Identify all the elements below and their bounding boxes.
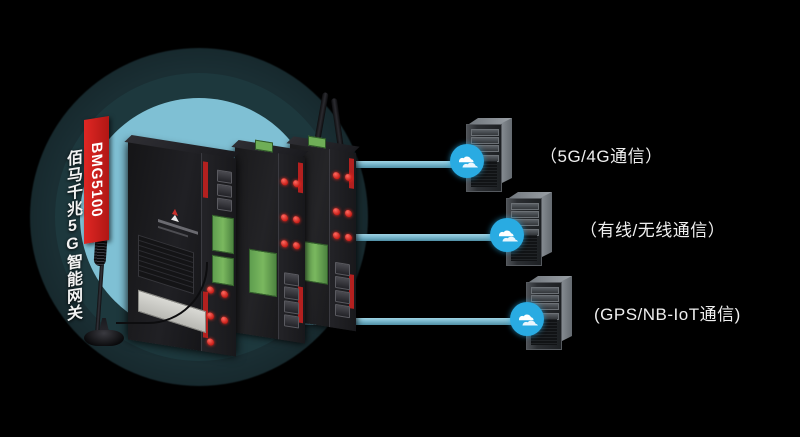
drive-bay — [471, 129, 499, 136]
faceplate-red-strip — [298, 162, 303, 194]
faceplate-red-strip — [203, 161, 208, 199]
ethernet-port — [335, 303, 350, 319]
gateway-device-middle — [231, 139, 309, 344]
drive-bay — [511, 203, 539, 210]
status-led — [345, 173, 352, 182]
cloud-glyph — [519, 314, 538, 326]
ethernet-port — [335, 275, 350, 291]
terminal-block-green — [212, 214, 234, 255]
cloud-icon — [490, 218, 524, 252]
server-side-panel — [500, 118, 512, 184]
connection-label-2: （有线/无线通信） — [580, 220, 726, 240]
gateway-device-front — [124, 135, 240, 357]
status-led — [333, 231, 340, 240]
status-led — [207, 337, 214, 347]
server-top — [526, 276, 572, 284]
server-side-panel — [540, 192, 552, 258]
connection-node-2: （有线/无线通信） — [490, 192, 726, 266]
drive-bay — [471, 137, 499, 144]
drive-bay — [531, 287, 559, 294]
status-led — [293, 179, 300, 188]
cloud-glyph — [459, 156, 478, 168]
ethernet-port — [217, 169, 232, 184]
cloud-icon — [450, 144, 484, 178]
server-side-panel — [560, 276, 572, 342]
status-led — [281, 213, 288, 222]
connection-label-3: (GPS/NB-IoT通信) — [594, 304, 741, 324]
product-model-text: BMG5100 — [88, 140, 105, 220]
server-tower — [490, 192, 552, 266]
server-top — [466, 118, 512, 126]
ethernet-port — [284, 286, 299, 301]
server-tower — [510, 276, 572, 350]
product-model-banner: BMG5100 — [84, 116, 109, 244]
product-name-text: 佰马千兆5G智能网关 — [64, 148, 81, 324]
server-front-panel — [506, 198, 542, 266]
cloud-glyph — [499, 230, 518, 242]
status-led — [293, 241, 300, 250]
brand-logo-icon — [171, 208, 179, 223]
status-led — [281, 177, 288, 186]
terminal-block-green — [302, 240, 328, 285]
terminal-block-green — [212, 254, 234, 287]
terminal-block-green — [249, 248, 277, 298]
ethernet-port — [217, 197, 232, 212]
ethernet-port — [335, 289, 350, 305]
ethernet-port — [284, 314, 299, 329]
status-led — [333, 171, 340, 180]
status-led — [221, 290, 228, 299]
cloud-icon — [510, 302, 544, 336]
status-led — [207, 311, 214, 321]
ethernet-port — [335, 261, 350, 277]
connection-node-3: (GPS/NB-IoT通信) — [510, 276, 741, 350]
status-led — [333, 207, 340, 216]
server-top — [506, 192, 552, 200]
connector-line-3 — [170, 318, 545, 325]
status-led — [207, 285, 214, 295]
status-led — [345, 233, 352, 242]
ethernet-port — [217, 183, 232, 198]
ethernet-port — [284, 272, 299, 287]
connection-label-1: （5G/4G通信） — [540, 146, 663, 166]
drive-bay — [511, 211, 539, 218]
connection-node-1: （5G/4G通信） — [450, 118, 663, 192]
server-tower — [450, 118, 512, 192]
status-led — [293, 215, 300, 224]
status-led — [221, 316, 228, 325]
magnetic-antenna-base — [84, 330, 124, 346]
ethernet-port — [284, 300, 299, 315]
status-led — [281, 239, 288, 248]
status-led — [345, 209, 352, 218]
drive-bay — [531, 295, 559, 302]
